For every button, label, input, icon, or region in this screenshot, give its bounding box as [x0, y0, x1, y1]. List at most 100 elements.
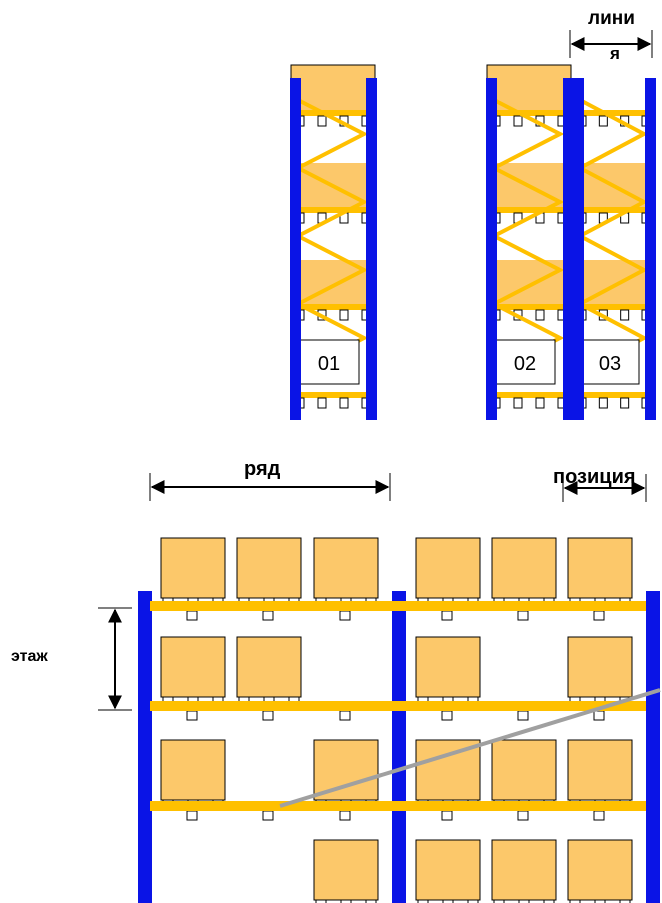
load-box [160, 636, 226, 698]
line-label-end: я [610, 44, 620, 63]
position-label: позиция [553, 466, 636, 488]
position-marker [593, 810, 605, 821]
load-box [567, 636, 633, 698]
pallet-foot [315, 899, 327, 903]
pallet-foot [569, 899, 581, 903]
bracing [575, 98, 649, 374]
pallet-foot [340, 899, 352, 903]
rack-front-view [138, 537, 661, 903]
beam [290, 304, 376, 310]
position-marker [517, 710, 529, 721]
beam [486, 304, 572, 310]
pallet-foot [598, 397, 608, 409]
load-box [415, 839, 481, 901]
pallet-foot [598, 115, 608, 127]
load-box [567, 839, 633, 901]
upright [645, 78, 656, 420]
floor-label: этаж [11, 648, 48, 665]
load-box [415, 636, 481, 698]
pallet-foot [535, 309, 545, 321]
beam [150, 701, 646, 711]
position-marker [186, 810, 198, 821]
dimension-arrows [98, 30, 653, 711]
beam [486, 207, 572, 213]
pallet-foot [442, 899, 454, 903]
pallet-foot [317, 397, 327, 409]
position-marker [441, 610, 453, 621]
upright [366, 78, 377, 420]
position-marker [339, 710, 351, 721]
pallet-foot [518, 899, 530, 903]
position-marker [517, 810, 529, 821]
pallet-foot [339, 309, 349, 321]
pallet-foot [365, 899, 377, 903]
beam [150, 601, 646, 611]
pallet-foot [620, 397, 630, 409]
load-box [236, 636, 302, 698]
beam [290, 392, 376, 398]
line-label: лини [588, 8, 635, 29]
load-box [491, 839, 557, 901]
load-box [313, 839, 379, 901]
position-marker [339, 610, 351, 621]
pallet-foot [620, 309, 630, 321]
pallet-foot [513, 115, 523, 127]
beam [572, 304, 656, 310]
pallet-foot [493, 899, 505, 903]
beam [572, 110, 656, 116]
beam [290, 207, 376, 213]
position-marker [593, 610, 605, 621]
rack-number: 01 [318, 353, 340, 375]
upright [290, 78, 301, 420]
load-box [290, 64, 376, 116]
position-marker [593, 710, 605, 721]
upright [646, 591, 660, 903]
load-box [236, 537, 302, 599]
pallet-foot [467, 899, 479, 903]
rack-number: 03 [599, 353, 621, 375]
bracing [293, 98, 369, 374]
position-marker [262, 610, 274, 621]
pallet-foot [417, 899, 429, 903]
load-box [415, 537, 481, 599]
load-box [491, 739, 557, 801]
rack-number-box [580, 339, 640, 385]
position-marker [186, 710, 198, 721]
pallet-foot [535, 397, 545, 409]
position-marker [186, 610, 198, 621]
rack-end-view: 01 02 03 [290, 64, 656, 420]
load-box [160, 739, 226, 801]
row-label: ряд [244, 458, 281, 480]
pallet-foot [543, 899, 555, 903]
pallet-foot [619, 899, 631, 903]
pallet-foot [594, 899, 606, 903]
rack-number: 02 [514, 353, 536, 375]
load-box [491, 537, 557, 599]
position-marker [339, 810, 351, 821]
beam [290, 110, 376, 116]
beam [486, 110, 572, 116]
load-box [313, 739, 379, 801]
position-marker [517, 610, 529, 621]
pallet-foot [317, 115, 327, 127]
pallet-foot [513, 397, 523, 409]
guide-line [279, 688, 661, 808]
beam [572, 207, 656, 213]
upright [138, 591, 152, 903]
load-box [486, 64, 572, 116]
bracing [489, 98, 565, 374]
beam [150, 801, 646, 811]
upright [486, 78, 497, 420]
load-box [567, 537, 633, 599]
load-box [313, 537, 379, 599]
load-box [567, 739, 633, 801]
position-marker [441, 710, 453, 721]
beam [572, 392, 656, 398]
position-marker [262, 810, 274, 821]
position-marker [262, 710, 274, 721]
position-marker [441, 810, 453, 821]
upright [392, 591, 406, 903]
beam [486, 392, 572, 398]
load-box [160, 537, 226, 599]
